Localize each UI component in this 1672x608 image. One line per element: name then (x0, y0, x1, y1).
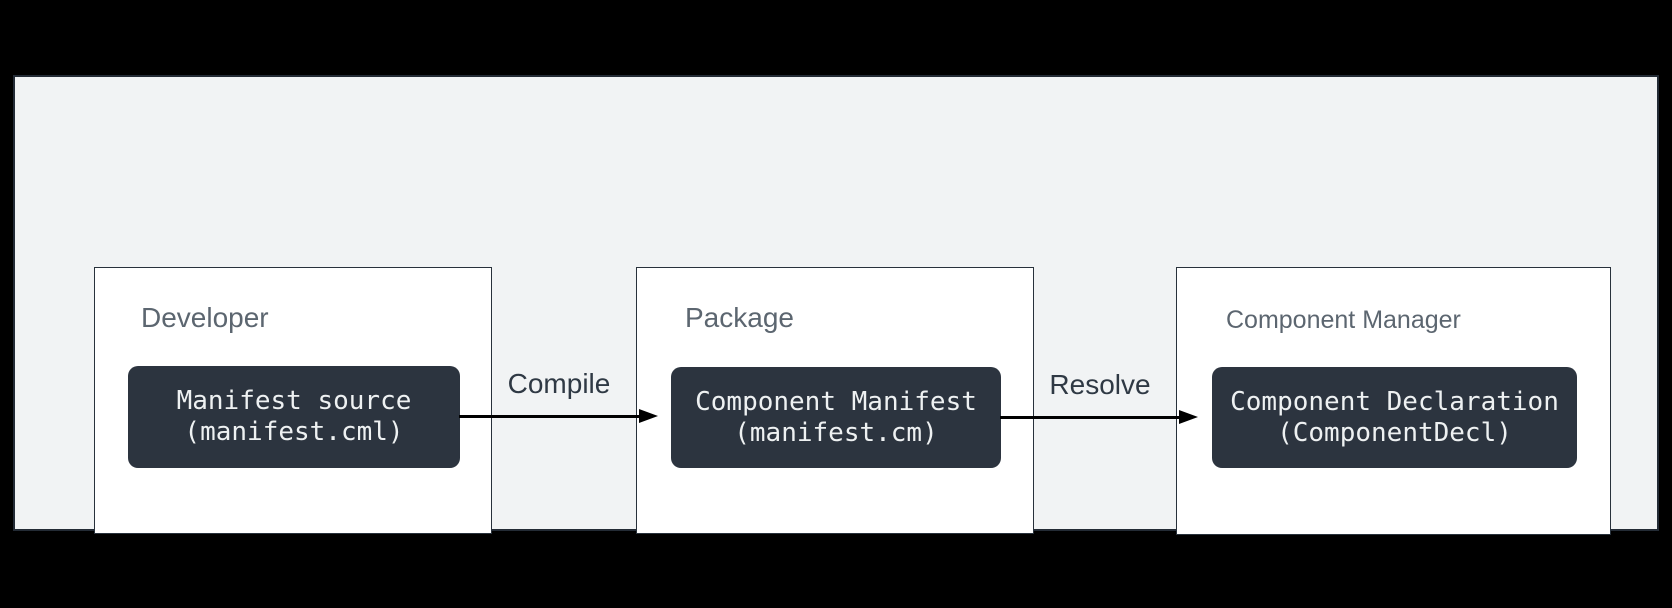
compile-arrow-line (459, 415, 641, 418)
node-package: Package Component Manifest (manifest.cm) (636, 267, 1034, 534)
resolve-arrowhead-icon (1179, 410, 1198, 424)
node-component-manager: Component Manager Component Declaration … (1176, 267, 1611, 535)
node-component-manager-label: Component Manager (1226, 306, 1461, 334)
artifact-component-declaration-name: Component Declaration (1230, 386, 1559, 417)
resolve-arrow-line (1000, 416, 1180, 419)
artifact-manifest-source-filename: (manifest.cml) (184, 417, 404, 447)
artifact-manifest-source-name: Manifest source (176, 386, 412, 416)
compile-arrow-label: Compile (507, 368, 611, 399)
artifact-component-manifest-name: Component Manifest (695, 386, 977, 417)
node-developer: Developer Manifest source (manifest.cml) (94, 267, 492, 534)
artifact-component-manifest-filename: (manifest.cm) (734, 417, 938, 448)
node-developer-label: Developer (141, 302, 269, 333)
node-package-label: Package (685, 302, 794, 333)
resolve-arrow-label: Resolve (1049, 369, 1151, 400)
artifact-component-declaration: Component Declaration (ComponentDecl) (1212, 367, 1577, 468)
compile-arrowhead-icon (639, 409, 658, 423)
artifact-manifest-source: Manifest source (manifest.cml) (128, 366, 460, 468)
artifact-component-manifest: Component Manifest (manifest.cm) (671, 367, 1001, 468)
artifact-component-declaration-type: (ComponentDecl) (1277, 417, 1512, 448)
diagram-panel: Developer Manifest source (manifest.cml)… (13, 75, 1659, 535)
